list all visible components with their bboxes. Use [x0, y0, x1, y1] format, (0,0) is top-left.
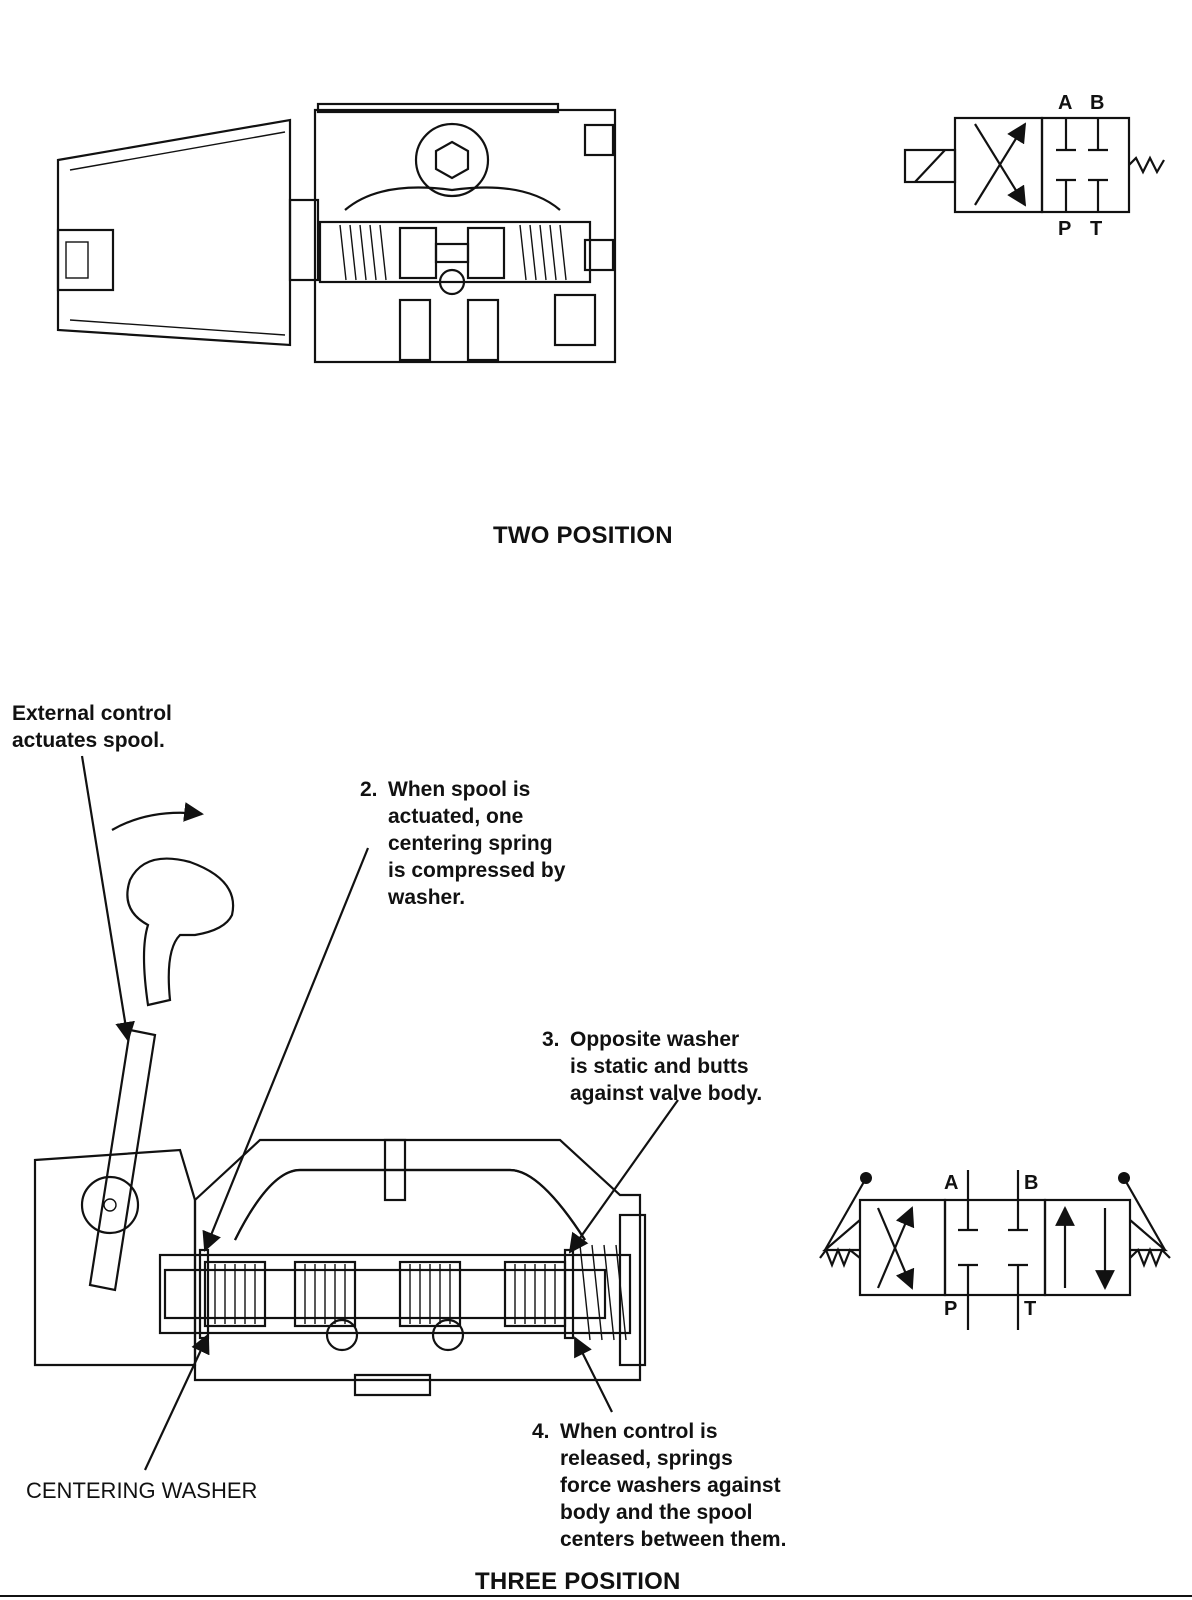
callout-2-number: 2.	[360, 778, 378, 801]
centering-spring-left	[339, 224, 387, 281]
callout-1-text: External control actuates spool.	[12, 702, 172, 752]
port-a-three: A	[944, 1172, 959, 1194]
lever-knob	[126, 857, 235, 1007]
title-two-position: TWO POSITION	[493, 522, 673, 549]
centering-washer-right	[563, 1248, 575, 1340]
label-centering-washer: CENTERING WASHER	[26, 1478, 258, 1503]
spool-lands	[203, 1260, 567, 1328]
lever-arm	[80, 1028, 157, 1292]
callout-4-number: 4.	[532, 1420, 550, 1443]
right-centering-spring	[579, 1244, 627, 1341]
port-p-two: P	[1058, 218, 1072, 240]
port-b-three: B	[1024, 1172, 1039, 1194]
callout-1: 1. External control actuates spool.	[0, 700, 224, 760]
callout-2: 2. When spool is actuated, one centering…	[360, 776, 620, 916]
two-position-symbol	[903, 116, 1165, 214]
title-three-position: THREE POSITION	[475, 1568, 681, 1595]
callout-4-text: When control is released, springs force …	[560, 1420, 787, 1551]
port-b-two: B	[1090, 92, 1105, 114]
port-t-three: T	[1024, 1298, 1037, 1320]
three-position-symbol	[819, 1170, 1171, 1330]
callout-3: 3. Opposite washer is static and butts a…	[542, 1026, 842, 1116]
valve-body-top	[288, 102, 617, 364]
port-p-three: P	[944, 1298, 958, 1320]
centering-spring-right	[519, 224, 567, 281]
callout-3-text: Opposite washer is static and butts agai…	[570, 1028, 763, 1105]
port-a-two: A	[1058, 92, 1073, 114]
callout-leaders	[80, 755, 679, 1471]
callout-4: 4. When control is released, springs for…	[532, 1418, 852, 1558]
port-t-two: T	[1090, 218, 1103, 240]
callout-1-number: 1.	[0, 700, 2, 727]
solenoid-housing	[56, 118, 292, 347]
callout-2-text: When spool is actuated, one centering sp…	[388, 778, 566, 909]
callout-3-number: 3.	[542, 1028, 560, 1051]
three-position-valve-cutaway	[33, 802, 647, 1397]
